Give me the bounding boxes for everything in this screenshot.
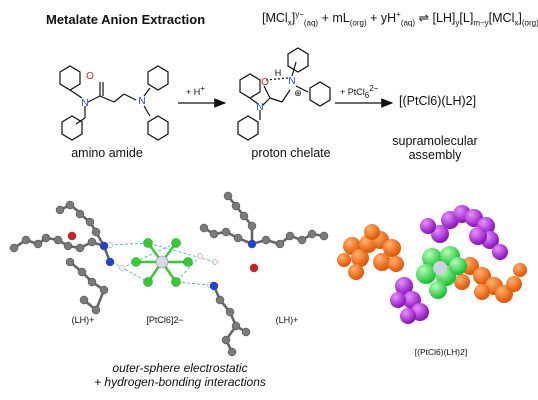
atom-n-label: N xyxy=(81,98,88,109)
ptcl6-anion-label: [PtCl6]2− xyxy=(146,315,184,325)
platinum-atom xyxy=(155,255,169,269)
atom-o-label: O xyxy=(261,77,269,88)
amino-amide-label: amino amide xyxy=(71,146,143,160)
page-title: Metalate Anion Extraction xyxy=(46,12,206,27)
atom-h-label: H xyxy=(275,68,282,78)
oxygen-atom xyxy=(67,231,77,241)
supramolecular-label: supramolecular assembly xyxy=(392,134,478,162)
atom-o-label: O xyxy=(86,71,94,82)
extraction-equation: [MClx]y−(aq) + mL(org) + yH+(aq) ⇌ [LH]y… xyxy=(262,10,538,28)
atom-n-label: N xyxy=(288,76,295,87)
nitrogen-atom xyxy=(209,281,219,291)
oxygen-atom xyxy=(249,263,259,273)
charge-plus-icon: ⊕ xyxy=(294,88,302,98)
spacefill-label: [(PtCl6)(LH)2] xyxy=(414,347,468,357)
reagent-proton-label: + H+ xyxy=(186,84,205,97)
chloride-atoms xyxy=(131,238,193,287)
reagent-ptcl6-label: + PtCl62− xyxy=(340,84,379,100)
interaction-caption: outer-sphere electrostatic + hydrogen-bo… xyxy=(94,361,266,389)
ball-and-stick-structure xyxy=(9,191,329,357)
proton-chelate-label: proton chelate xyxy=(251,146,331,160)
product-formula: [(PtCl6)(LH)2] xyxy=(399,94,477,108)
nitrogen-atom xyxy=(105,257,115,267)
atom-n-label: N xyxy=(138,96,145,107)
lh-cation-label-right: (LH)+ xyxy=(275,315,299,325)
space-filling-model xyxy=(337,205,527,324)
nitrogen-atom xyxy=(247,239,257,249)
proton-chelate-structure xyxy=(237,47,331,141)
nitrogen-atom xyxy=(99,241,109,251)
lh-cation-label-left: (LH)+ xyxy=(71,315,95,325)
amino-amide-structure xyxy=(59,65,169,141)
atom-n-label: N xyxy=(256,102,263,113)
